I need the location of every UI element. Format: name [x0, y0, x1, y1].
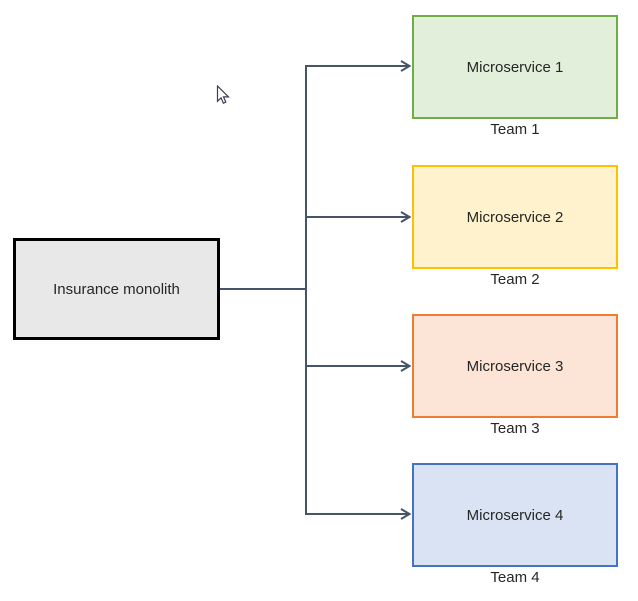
monolith-node: Insurance monolith [13, 238, 220, 340]
mouse-cursor-icon [216, 85, 230, 105]
microservice-node-1: Microservice 1 [412, 15, 618, 119]
microservice-label: Microservice 4 [466, 506, 564, 524]
team-label: Team 2 [490, 271, 540, 288]
team-label: Team 4 [490, 569, 540, 586]
microservice-label: Microservice 2 [466, 208, 564, 226]
team-label: Team 1 [490, 121, 540, 138]
team-label: Team 3 [490, 420, 540, 437]
microservice-label: Microservice 1 [466, 58, 564, 76]
microservice-node-3: Microservice 3 [412, 314, 618, 418]
microservice-label: Microservice 3 [466, 357, 564, 375]
microservice-node-4: Microservice 4 [412, 463, 618, 567]
monolith-label: Insurance monolith [53, 280, 180, 298]
microservice-node-2: Microservice 2 [412, 165, 618, 269]
